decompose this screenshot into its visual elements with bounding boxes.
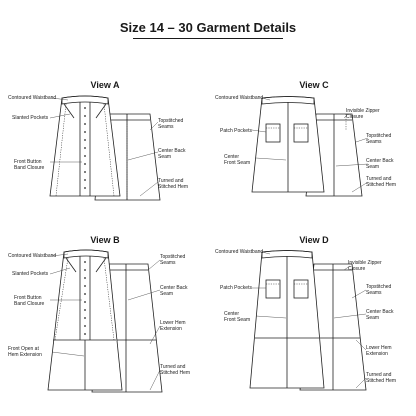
view-c-leaders: [251, 97, 369, 193]
view-b-title: View B: [90, 235, 120, 245]
view-a-front-skirt: [49, 95, 121, 197]
view-c-label-waistband: Contoured Waistband: [215, 95, 264, 101]
view-a-buttons: [84, 107, 86, 189]
view-a-label-waistband: Contoured Waistband: [8, 95, 57, 101]
view-c-label-pockets: Patch Pockets: [220, 128, 252, 134]
view-a-label-hem: Turned and Stitched Hem: [158, 178, 189, 190]
view-b-front-skirt: [47, 249, 123, 391]
view-d-label-topstitch: Topstitched Seams: [366, 284, 392, 296]
view-a-title: View A: [90, 80, 120, 90]
view-c-label-back-seam: Center Back Seam: [366, 158, 394, 170]
view-d-label-front-seam: Center Front Seam: [224, 311, 251, 323]
page-title: Size 14 – 30 Garment Details: [119, 20, 297, 35]
view-c-label-hem: Turned and Stitched Hem: [366, 176, 397, 188]
view-b-label-front-open: Front Open at Hem Extension: [8, 346, 42, 358]
view-d-leaders: [252, 251, 367, 389]
view-d-label-lower-hem: Lower Hem Extension: [366, 345, 392, 357]
view-c-front-skirt: [251, 96, 325, 193]
view-d-label-zipper: Invisible Zipper Closure: [348, 260, 382, 272]
view-a-label-topstitch: Topstitched Seams: [158, 118, 184, 130]
title-underline: [133, 38, 283, 39]
view-d-label-waistband: Contoured Waistband: [215, 249, 264, 255]
view-a-label-pockets: Slanted Pockets: [12, 115, 49, 121]
view-d-title: View D: [299, 235, 329, 245]
view-c-title: View C: [299, 80, 329, 90]
view-b-label-pockets: Slanted Pockets: [12, 271, 49, 277]
view-c-label-front-seam: Center Front Seam: [224, 154, 251, 166]
view-b-label-hem: Turned and Stitched Hem: [160, 364, 191, 376]
view-d-label-back-seam: Center Back Seam: [366, 309, 394, 321]
view-b-label-waistband: Contoured Waistband: [8, 253, 57, 259]
view-b-label-button-band: Front Button Band Closure: [14, 295, 45, 307]
view-b-leaders: [49, 253, 161, 391]
view-a-label-back-seam: Center Back Seam: [158, 148, 186, 160]
view-a-label-button-band: Front Button Band Closure: [14, 159, 45, 171]
view-d-front-skirt: [249, 250, 325, 389]
view-b-label-lower-hem: Lower Hem Extension: [160, 320, 186, 332]
view-b-label-back-seam: Center Back Seam: [160, 285, 188, 297]
view-b-buttons: [84, 261, 86, 335]
view-d-label-pockets: Patch Pockets: [220, 285, 252, 291]
view-c-label-topstitch: Topstitched Seams: [366, 133, 392, 145]
view-d-label-hem: Turned and Stitched Hem: [366, 372, 397, 384]
view-a-leaders: [49, 97, 159, 197]
view-b-label-topstitch: Topstitched Seams: [160, 254, 186, 266]
view-c-label-zipper: Invisible Zipper Closure: [346, 108, 380, 120]
